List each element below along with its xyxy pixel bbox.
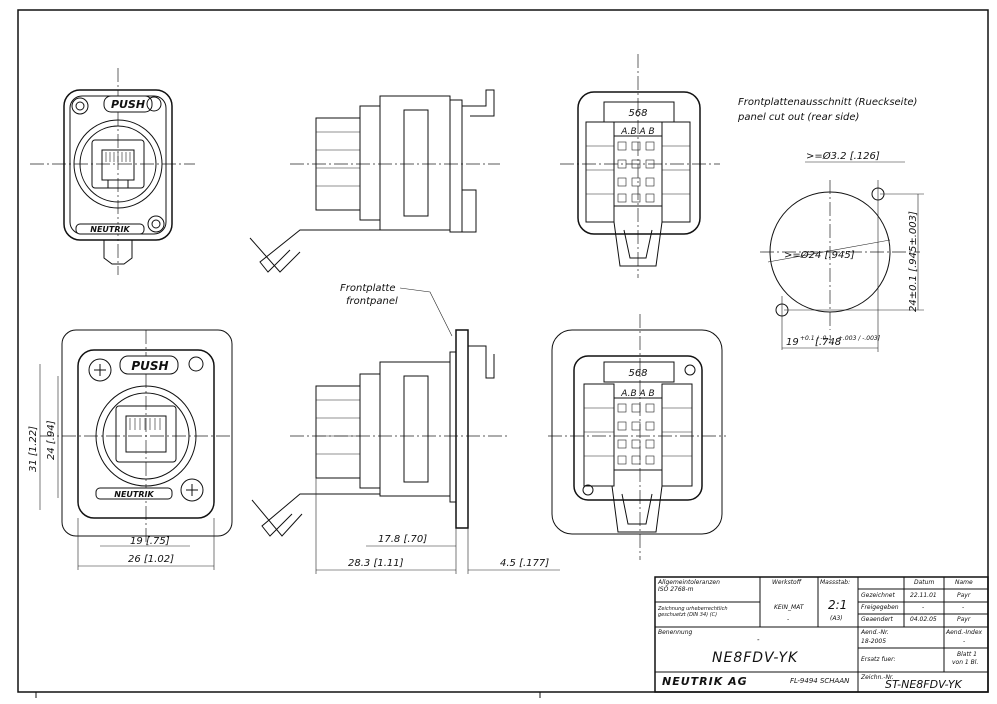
aend-index-value: - [963, 638, 966, 645]
dim-width-tol: +0.1 / -0.1 [800, 335, 832, 342]
dim-width: 19 [786, 337, 799, 348]
frontpanel-de: Frontplatte [340, 283, 396, 294]
copyright-line-1: Zeichnung urheberrechtlich [658, 606, 728, 612]
front-view-top: PUSH NEUTRIK [30, 68, 195, 275]
geaendert-label: Geaendert [861, 616, 893, 623]
cutout-title-de: Frontplattenausschnitt (Rueckseite) [738, 97, 917, 108]
freigegeben-date: - [922, 604, 925, 611]
benennung-dash: - [757, 636, 760, 644]
dim-17-8: 17.8 [.70] [378, 534, 427, 545]
dim-31: 31 [1.22] [28, 426, 39, 472]
benennung-label: Benennung [658, 629, 693, 636]
dim-circle: >=Ø24 [.945] [784, 249, 855, 261]
dim-width-in-tol: +.003 / -.003] [838, 335, 881, 342]
material-value: KEIN_MAT [774, 604, 804, 611]
sheet-border [17, 9, 989, 693]
tolerances-label: Allgemeintoleranzen [658, 579, 720, 586]
material-dash: - [787, 616, 790, 623]
zeichn-nr-label: Zeichn.-Nr. [861, 674, 894, 681]
werkstoff-label: Werkstoff [772, 579, 802, 586]
datum-header: Datum [914, 579, 935, 586]
blatt-line-1: Blatt 1 [957, 651, 977, 658]
rear-view-bottom: 568 A.B A B [548, 314, 726, 560]
title-block [654, 576, 989, 693]
dim-24: 24 [.94] [46, 420, 57, 460]
name-header: Name [955, 579, 973, 586]
neutrik-logo: NEUTRIK [90, 225, 130, 234]
company-logo: NEUTRIK AG [662, 675, 748, 688]
dim-19: 19 [.75] [130, 536, 170, 547]
iso-label: ISO 2768-m [658, 586, 694, 593]
cutout-title-en: panel cut out (rear side) [737, 112, 859, 123]
dim-28-3: 28.3 [1.11] [348, 558, 404, 569]
scale-value: 2:1 [828, 598, 848, 612]
aend-nr-label: Aend.-Nr. [861, 629, 889, 636]
push-button [103, 95, 153, 113]
ersatz-label: Ersatz fuer: [861, 656, 896, 663]
push-label-2: PUSH [131, 359, 168, 373]
gezeichnet-name: Payr [957, 592, 971, 599]
aend-index-label: Aend.-Index [946, 629, 983, 636]
gezeichnet-label: Gezeichnet [861, 592, 895, 599]
pin-label-568-2: 568 [628, 368, 647, 379]
front-view-bottom: PUSH NEUTRIK 31 [1.22] 24 [.94] 19 [.75]… [28, 329, 233, 570]
pin-labels-2: A.B A B [620, 389, 654, 399]
product-name: NE8FDV-YK [712, 650, 799, 666]
aend-nr-value: 18-2005 [861, 638, 887, 645]
dim-26: 26 [1.02] [128, 554, 174, 565]
frontpanel-en: frontpanel [346, 296, 398, 307]
freigegeben-name: - [962, 604, 965, 611]
gezeichnet-date: 22.11.01 [910, 592, 937, 599]
push-label: PUSH [111, 98, 145, 111]
paper-size: (A3) [830, 615, 843, 622]
neutrik-logo-2: NEUTRIK [114, 490, 154, 499]
blatt-line-2: von 1 Bl. [952, 659, 979, 666]
dim-width-in: [.748 [815, 337, 841, 348]
massstab-label: Massstab: [820, 579, 851, 586]
pin-label-568: 568 [628, 108, 647, 119]
copyright-line-2: geschuetzt (DIN 34) (C) [658, 612, 718, 618]
pin-labels: A.B A B [620, 127, 654, 137]
geaendert-name: Payr [957, 616, 971, 623]
geaendert-date: 04.02.05 [910, 616, 937, 623]
dim-height: 24±0.1 [.945±.003] [908, 211, 919, 312]
panel-cutout: Frontplattenausschnitt (Rueckseite) pane… [737, 97, 924, 352]
drawing-number: ST-NE8FDV-YK [885, 678, 962, 691]
dim-hole: >=Ø3.2 [.126] [806, 150, 880, 162]
side-view-top [249, 89, 500, 273]
company-address: FL-9494 SCHAAN [790, 677, 850, 685]
dim-4-5: 4.5 [.177] [500, 558, 549, 569]
side-view-bottom: Frontplatte frontpanel 17.8 [.70] 28.3 [… [251, 283, 560, 574]
rear-view-top: 568 A.B A B [560, 54, 720, 278]
freigegeben-label: Freigegeben [861, 604, 899, 611]
